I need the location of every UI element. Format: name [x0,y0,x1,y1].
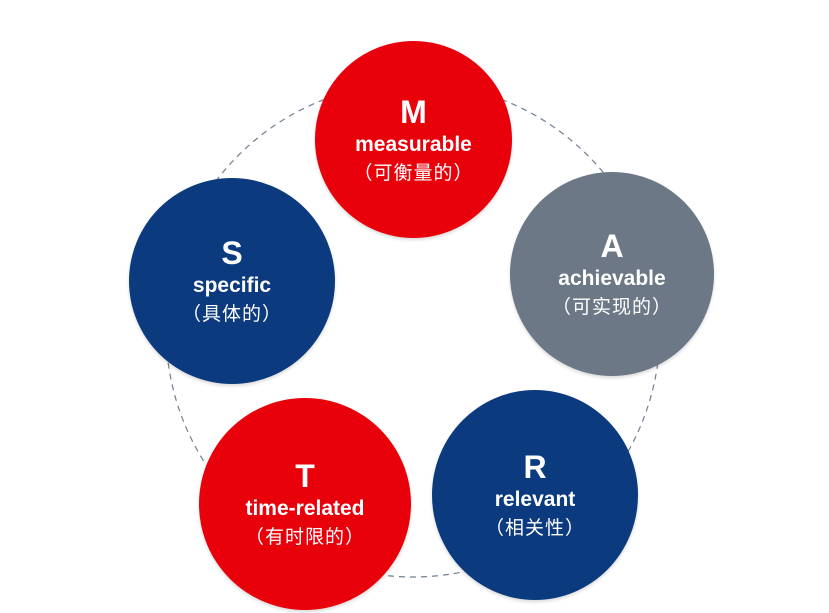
chinese-label: （有时限的） [244,526,365,548]
chinese-label: （具体的） [181,303,282,325]
chinese-label: （可实现的） [551,296,672,318]
chinese-label: （可衡量的） [353,161,474,184]
word: achievable [558,267,666,290]
letter: M [400,93,427,130]
circle-achievable: A achievable （可实现的） [510,172,714,376]
letter: T [295,458,315,494]
circle-specific: S specific （具体的） [129,178,335,384]
letter: S [221,235,243,271]
circle-measurable: M measurable （可衡量的） [315,41,512,238]
chinese-label: （相关性） [484,517,585,539]
word: time-related [245,497,365,520]
word: specific [192,274,272,297]
letter: A [600,228,624,264]
circle-time-related: T time-related （有时限的） [199,398,411,610]
word: relevant [494,488,576,511]
circle-relevant: R relevant （相关性） [432,390,638,600]
letter: R [523,449,547,485]
word: measurable [355,132,472,156]
